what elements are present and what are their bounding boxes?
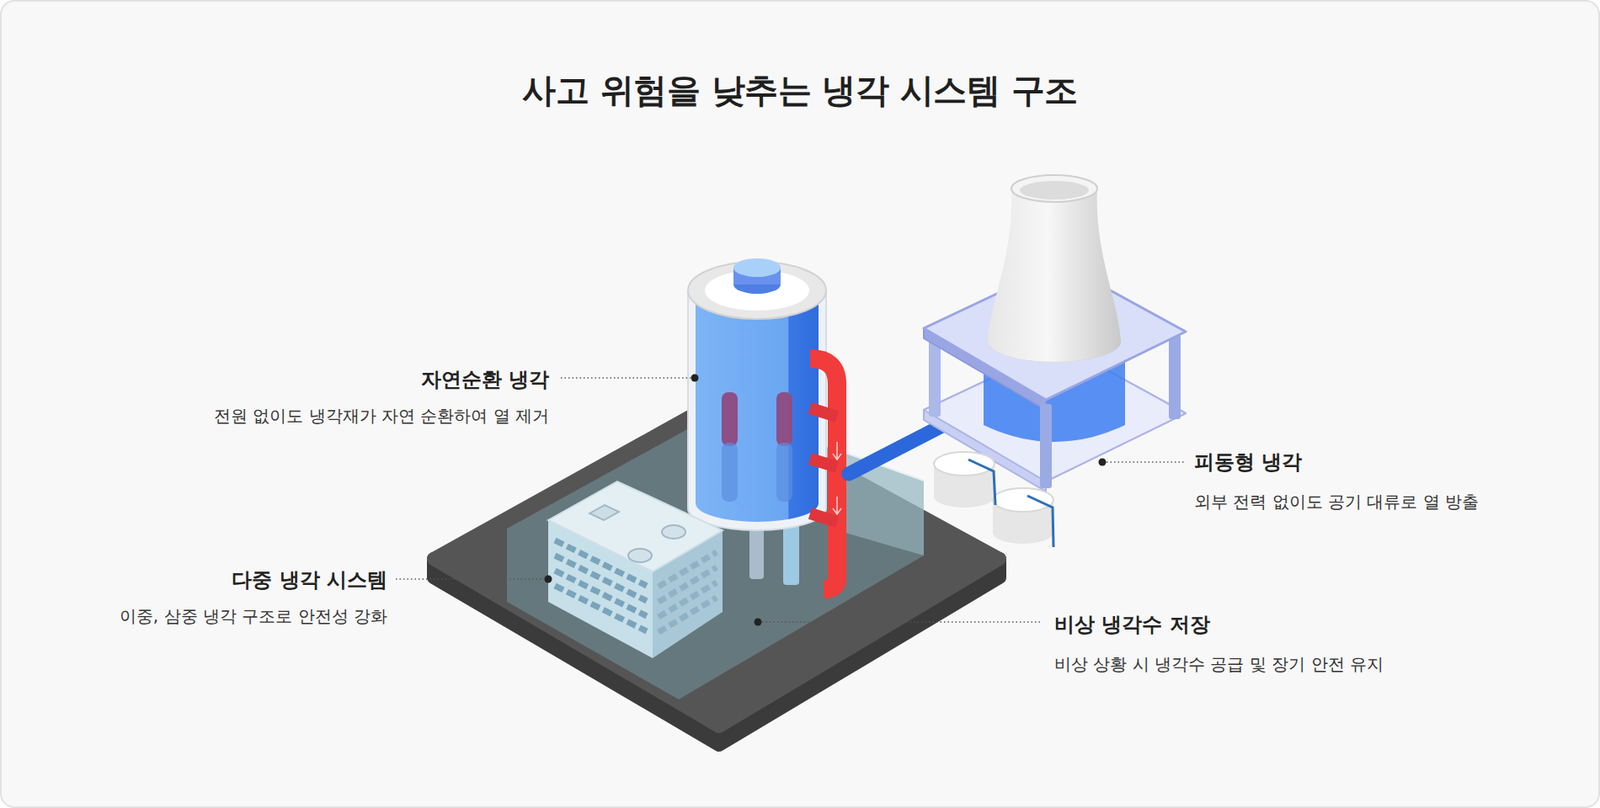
hot-pipe (810, 358, 842, 590)
callout-heading: 피동형 냉각 (1194, 450, 1302, 475)
building (548, 481, 723, 659)
callout-heading: 비상 냉각수 저장 (1054, 613, 1211, 638)
callout-heading: 다중 냉각 시스템 (231, 568, 388, 593)
leader-dots (544, 374, 1107, 627)
water-tanks (933, 452, 1054, 548)
diagram-title: 사고 위험을 낮추는 냉각 시스템 구조 (522, 69, 1078, 111)
callout-heading: 자연순환 냉각 (421, 368, 550, 393)
cooling-tower (923, 175, 1186, 492)
callout-text: 이중, 삼중 냉각 구조로 안전성 강화 (119, 606, 388, 627)
callout-text: 전원 없이도 냉각재가 자연 순환하여 열 제거 (213, 405, 550, 427)
callout-text: 외부 전력 없이도 공기 대류로 열 방출 (1194, 491, 1479, 512)
callout-text: 비상 상황 시 냉각수 공급 및 장기 안전 유지 (1054, 654, 1384, 675)
reactor-vessel (688, 258, 827, 531)
